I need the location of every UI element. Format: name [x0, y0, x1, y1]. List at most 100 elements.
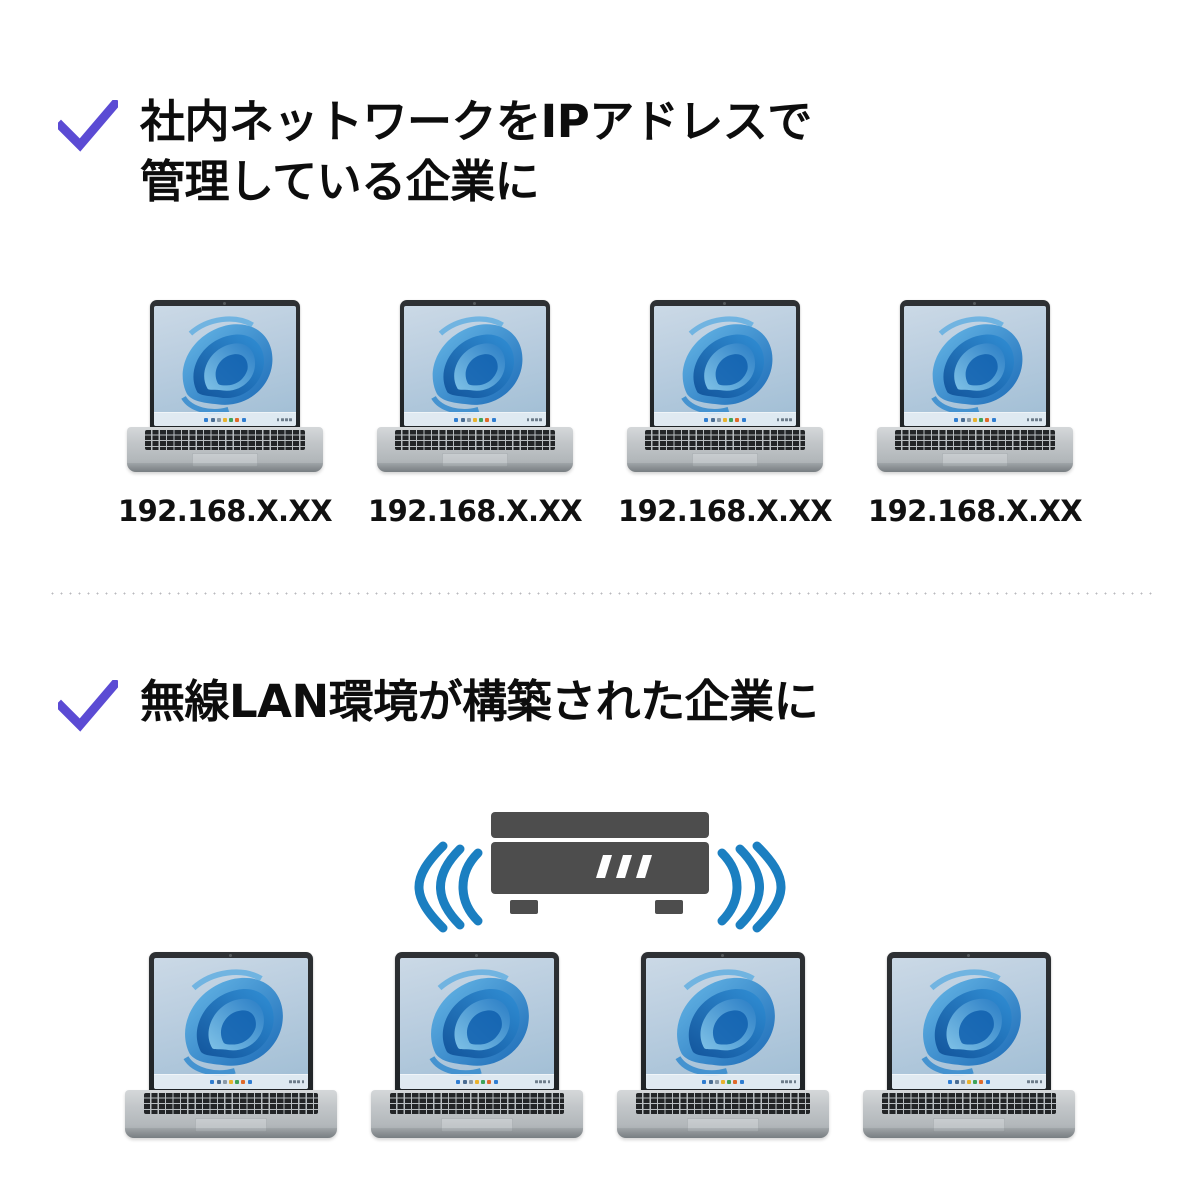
- laptop-base: [627, 427, 823, 472]
- taskbar-icon: [210, 417, 215, 422]
- system-tray: [776, 418, 792, 421]
- laptop-icon: [863, 952, 1075, 1138]
- taskbar-icon: [960, 1079, 965, 1084]
- system-tray: [1026, 1080, 1043, 1084]
- taskbar-icon: [241, 1079, 246, 1084]
- laptop-icon: [377, 300, 573, 472]
- taskbar-icon: [966, 417, 971, 422]
- taskbar-icon: [702, 1079, 707, 1084]
- laptop-trackpad: [194, 1117, 268, 1133]
- laptop-icon: [125, 952, 337, 1138]
- taskbar-icon: [204, 417, 209, 422]
- windows-taskbar: [404, 412, 546, 427]
- laptop-screen: [891, 957, 1047, 1090]
- laptop-icon: [877, 300, 1073, 472]
- laptop-lid: [149, 952, 313, 1097]
- taskbar-icon: [979, 417, 984, 422]
- laptop-keyboard: [390, 1092, 564, 1114]
- webcam-icon: [967, 954, 971, 958]
- windows-taskbar: [154, 412, 296, 427]
- taskbar-icon: [210, 1079, 215, 1084]
- taskbar-icon: [722, 417, 727, 422]
- laptop-keyboard: [144, 1092, 318, 1114]
- laptop-cell: [617, 952, 829, 1138]
- taskbar-icon: [493, 1079, 498, 1084]
- windows-taskbar: [645, 1073, 801, 1090]
- webcam-icon: [223, 302, 227, 306]
- section-heading-wifi: 無線LAN環境が構築された企業に: [58, 672, 819, 732]
- laptop-trackpad: [691, 453, 759, 467]
- taskbar-icon: [479, 417, 484, 422]
- laptop-lid: [899, 300, 1051, 434]
- taskbar-icon: [704, 417, 709, 422]
- taskbar-icon: [948, 1079, 953, 1084]
- laptop-cell: [125, 952, 337, 1138]
- laptop-base: [863, 1089, 1075, 1138]
- check-icon: [58, 100, 118, 152]
- laptop-trackpad: [941, 453, 1009, 467]
- laptop-cell: 192.168.X.XX: [868, 300, 1083, 528]
- laptop-trackpad: [441, 453, 509, 467]
- windows-bloom-wallpaper: [429, 969, 529, 1076]
- taskbar-icon: [735, 417, 740, 422]
- dotted-divider: [48, 592, 1152, 595]
- taskbar-icon: [714, 1079, 719, 1084]
- laptop-keyboard: [636, 1092, 810, 1114]
- laptop-lid: [149, 300, 301, 434]
- taskbar-icon: [960, 417, 965, 422]
- router-foot-left: [510, 900, 538, 914]
- taskbar-icon: [979, 1079, 984, 1084]
- laptop-base: [617, 1089, 829, 1138]
- windows-bloom-wallpaper: [675, 969, 775, 1076]
- taskbar-icon: [720, 1079, 725, 1084]
- system-tray: [534, 1080, 551, 1084]
- laptop-keyboard: [644, 429, 806, 450]
- laptop-screen: [654, 305, 796, 427]
- taskbar-icon: [491, 417, 496, 422]
- webcam-icon: [475, 954, 479, 958]
- router-foot-right: [655, 900, 683, 914]
- laptop-screen: [904, 305, 1046, 427]
- windows-taskbar: [891, 1073, 1047, 1090]
- taskbar-icon: [216, 1079, 221, 1084]
- taskbar-icon: [466, 417, 471, 422]
- taskbar-icon: [985, 1079, 990, 1084]
- laptop-lid: [649, 300, 801, 434]
- laptop-lid: [395, 952, 559, 1097]
- taskbar-icon: [460, 417, 465, 422]
- laptop-keyboard: [144, 429, 306, 450]
- webcam-icon: [721, 954, 725, 958]
- taskbar-icon: [973, 1079, 978, 1084]
- laptop-screen: [153, 957, 309, 1090]
- laptop-keyboard: [882, 1092, 1056, 1114]
- taskbar-icon: [708, 1079, 713, 1084]
- laptop-lid: [887, 952, 1051, 1097]
- windows-bloom-wallpaper: [931, 316, 1023, 414]
- windows-bloom-wallpaper: [681, 316, 773, 414]
- windows-taskbar: [153, 1073, 309, 1090]
- taskbar-icon: [729, 417, 734, 422]
- taskbar-icon: [954, 1079, 959, 1084]
- webcam-icon: [973, 302, 977, 306]
- wireless-router-icon: [414, 812, 786, 933]
- laptop-trackpad: [686, 1117, 760, 1133]
- system-tray: [288, 1080, 305, 1084]
- section-heading-ip: 社内ネットワークをIPアドレスで 管理している企業に: [58, 92, 812, 212]
- taskbar-icon: [247, 1079, 252, 1084]
- taskbar-icon: [468, 1079, 473, 1084]
- webcam-icon: [723, 302, 727, 306]
- windows-taskbar: [904, 412, 1046, 427]
- laptop-trackpad: [932, 1117, 1006, 1133]
- taskbar-icon: [228, 1079, 233, 1084]
- router-body: [491, 812, 709, 914]
- taskbar-icon: [462, 1079, 467, 1084]
- laptop-trackpad: [191, 453, 259, 467]
- laptop-keyboard: [394, 429, 556, 450]
- system-tray: [780, 1080, 797, 1084]
- laptop-cell: [371, 952, 583, 1138]
- taskbar-icon: [985, 417, 990, 422]
- taskbar-icon: [222, 1079, 227, 1084]
- laptop-trackpad: [440, 1117, 514, 1133]
- system-tray: [1026, 418, 1042, 421]
